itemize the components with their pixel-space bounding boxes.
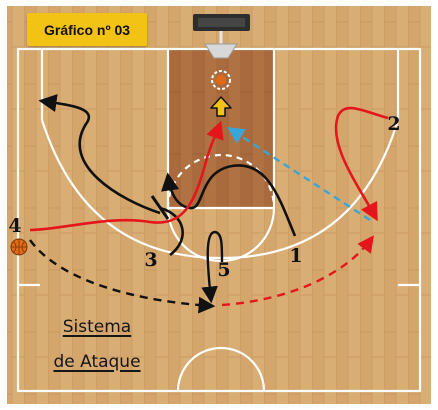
screen-bar bbox=[150, 195, 170, 220]
basketball-hoop-icon bbox=[193, 14, 250, 90]
cut-path-black-player5 bbox=[201, 230, 224, 304]
screen-path-black bbox=[159, 206, 184, 257]
player-2-label: 2 bbox=[387, 113, 400, 135]
dribble-path-black-dashed bbox=[29, 239, 216, 314]
cut-path-red-player2 bbox=[334, 106, 389, 222]
caption-line-1: Sistema bbox=[62, 317, 132, 337]
target-arrow-icon bbox=[210, 96, 232, 117]
pass-line-blue bbox=[227, 127, 371, 222]
caption-line-2: de Ataque bbox=[53, 352, 141, 372]
cut-path-black-topleft bbox=[38, 94, 161, 215]
player-4-label: 4 bbox=[8, 215, 21, 237]
basketball-icon bbox=[10, 238, 28, 256]
paint-area bbox=[168, 50, 274, 208]
diagram-title-badge: Gráfico nº 03 bbox=[27, 13, 147, 46]
cut-path-red-player4 bbox=[29, 120, 224, 232]
player-1-label: 1 bbox=[289, 245, 302, 267]
cut-path-black-player1 bbox=[161, 164, 297, 237]
player-3-label: 3 bbox=[144, 249, 157, 271]
player-5-label: 5 bbox=[217, 259, 230, 281]
